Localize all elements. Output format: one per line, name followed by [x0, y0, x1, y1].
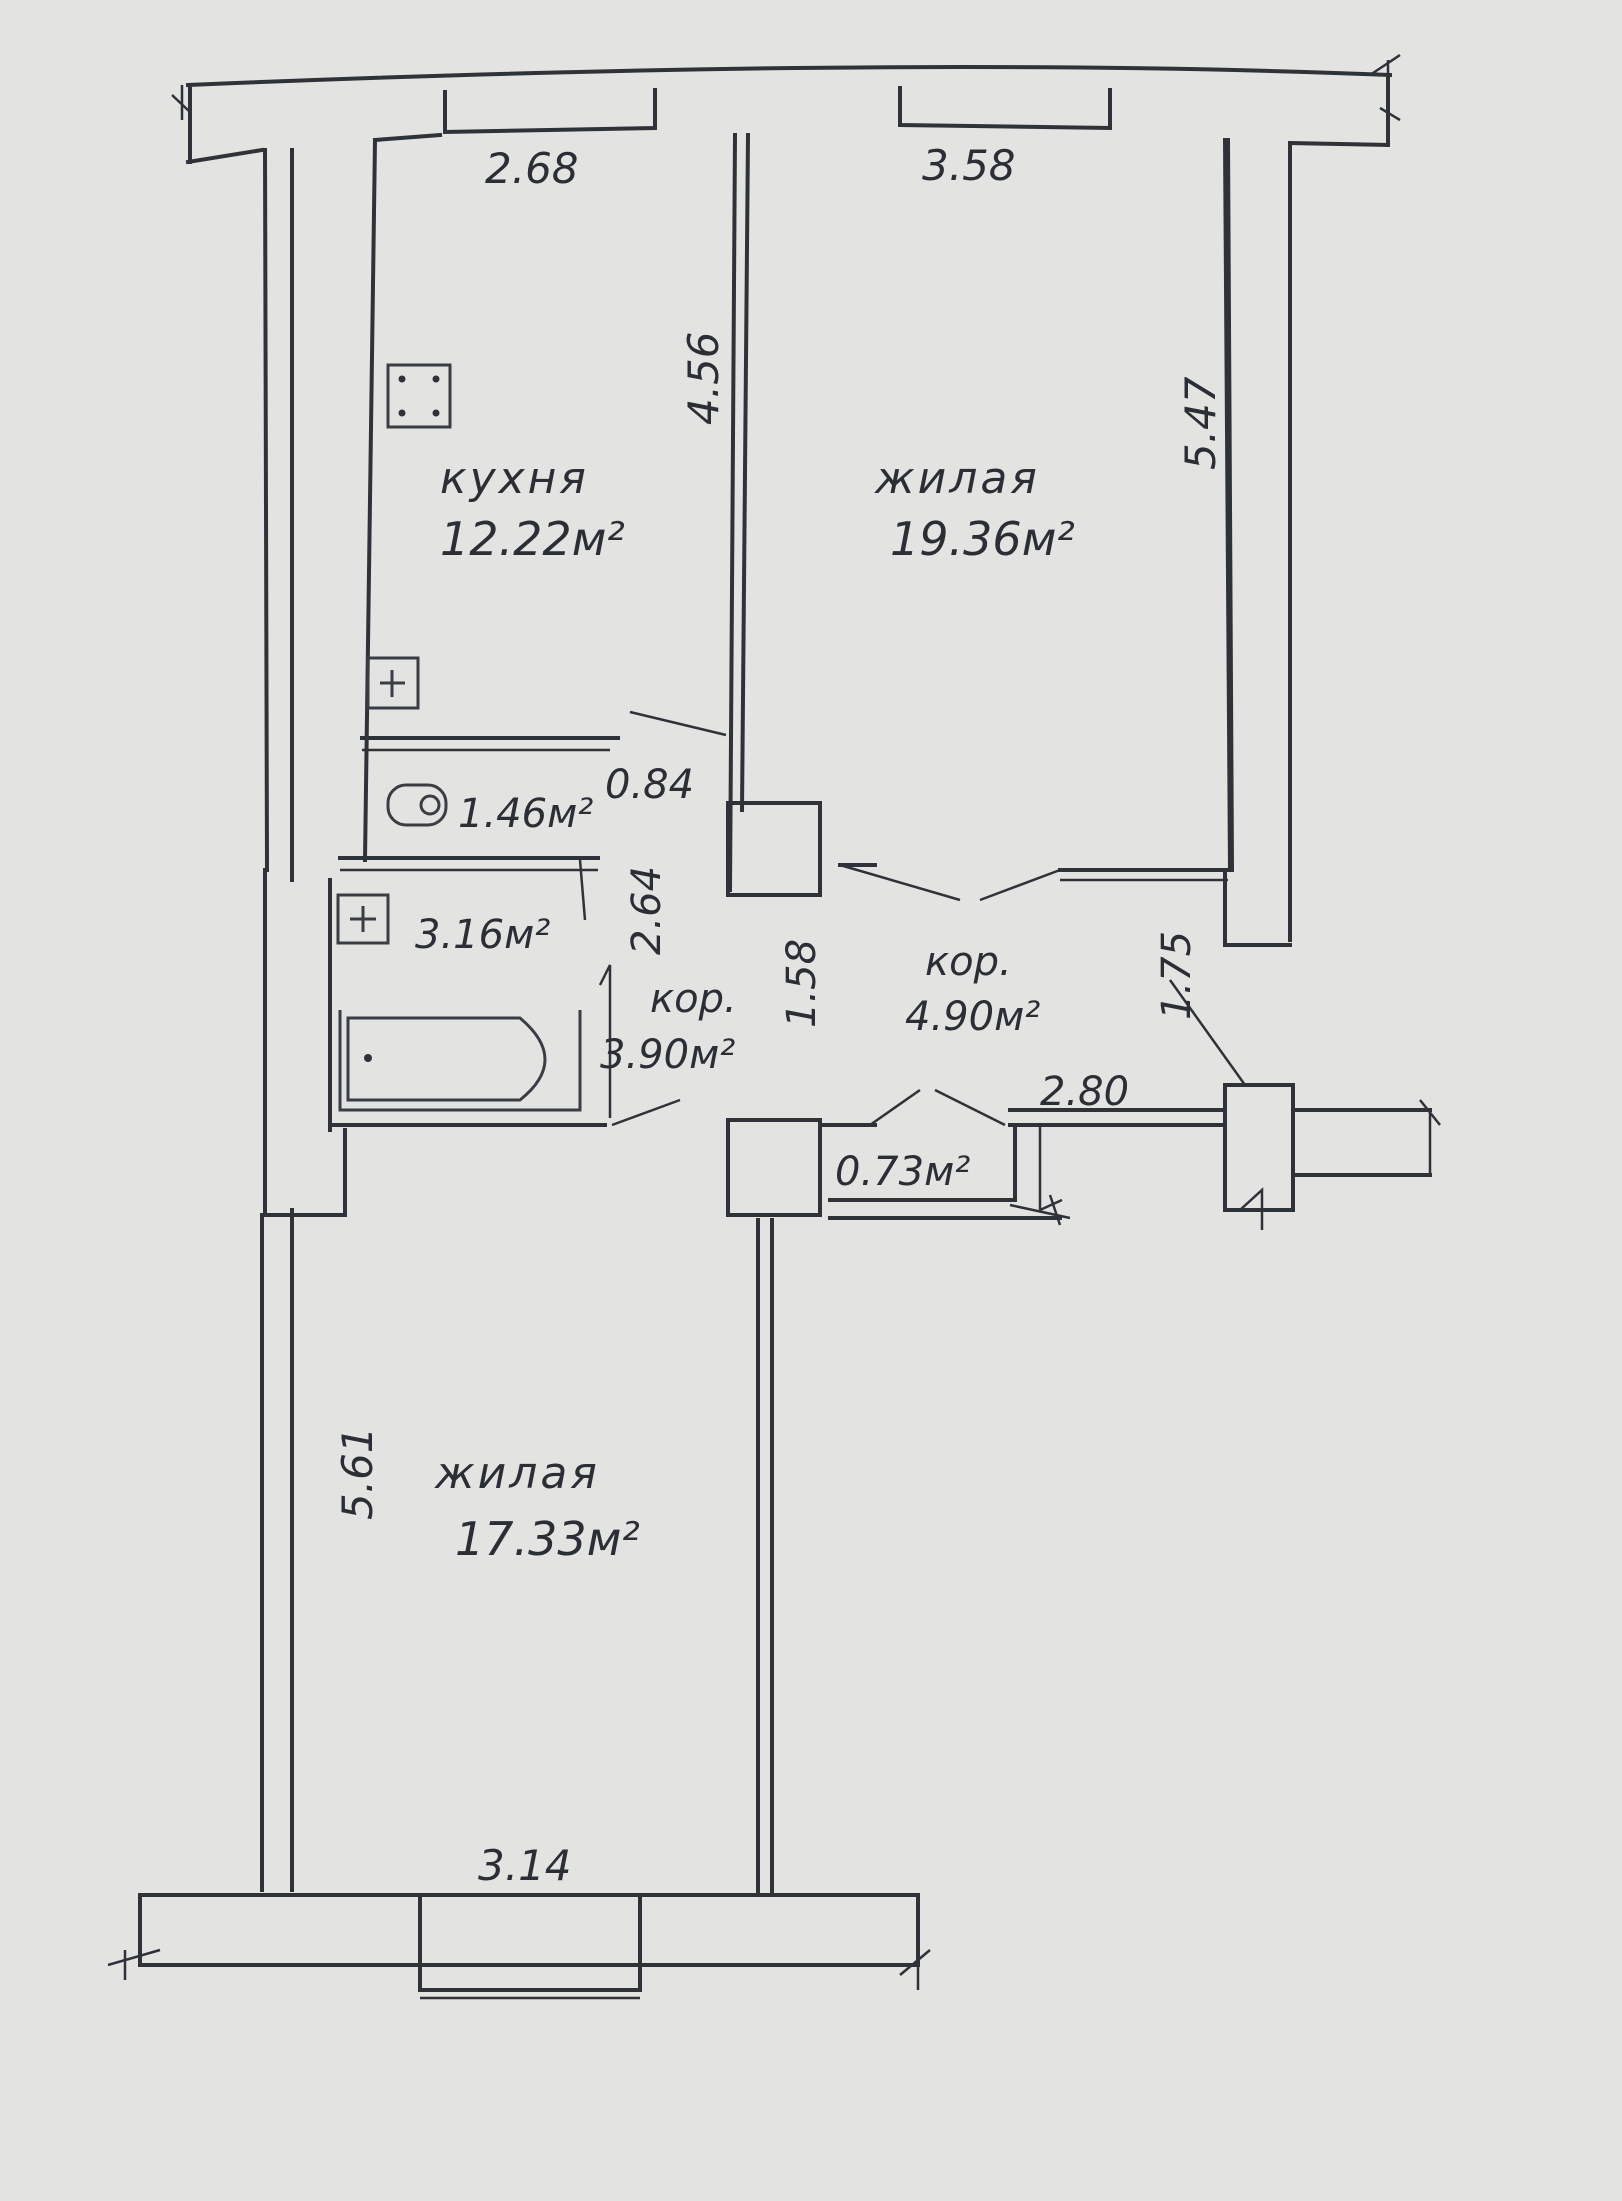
living-top-name: жилая: [874, 453, 1040, 504]
bathtub-icon: [338, 1010, 582, 1112]
dim-corridor-right-width: 2.80: [1040, 1069, 1129, 1115]
dim-corridor-left-length: 1.58: [779, 939, 825, 1028]
door-swings: [578, 710, 1247, 1220]
kitchen-name: кухня: [440, 453, 589, 504]
column-top: [726, 801, 822, 897]
sink-bath-icon: [336, 893, 390, 945]
closet-area: 0.73м²: [835, 1149, 970, 1195]
stove-icon: [386, 363, 452, 429]
wc-area: 1.46м²: [458, 791, 593, 837]
dim-living-top-length: 5.47: [1176, 376, 1225, 470]
living-bottom-name: жилая: [434, 1448, 600, 1499]
living-top-area: 19.36м²: [890, 512, 1075, 566]
dim-living-bottom-width: 3.14: [478, 1841, 572, 1890]
bath-area: 3.16м²: [415, 912, 550, 958]
dim-corridor-right-length: 1.75: [1154, 931, 1200, 1020]
interior-walls: [328, 132, 1432, 1897]
living-bottom-area: 17.33м²: [455, 1512, 640, 1566]
dim-wc-width: 0.84: [605, 762, 694, 808]
corridor-right-name: кор.: [925, 939, 1012, 985]
dimension-ticks: [107, 53, 1441, 1990]
column-bottom: [726, 1118, 822, 1217]
corridor-right-area: 4.90м²: [905, 994, 1040, 1040]
toilet-icon: [386, 783, 448, 827]
dim-living-bottom-length: 5.61: [333, 1426, 382, 1520]
sink-icon: [366, 656, 420, 710]
corridor-left-area: 3.90м²: [600, 1032, 735, 1078]
entry-wall: [1223, 1083, 1295, 1212]
dim-living-top-width: 3.58: [922, 141, 1016, 190]
dim-bath-length: 2.64: [624, 866, 670, 955]
outer-walls: [138, 65, 1393, 2000]
kitchen-area: 12.22м²: [440, 512, 625, 566]
dim-kitchen-length: 4.56: [679, 331, 728, 425]
dim-kitchen-width: 2.68: [485, 144, 579, 193]
corridor-left-name: кор.: [650, 976, 737, 1022]
